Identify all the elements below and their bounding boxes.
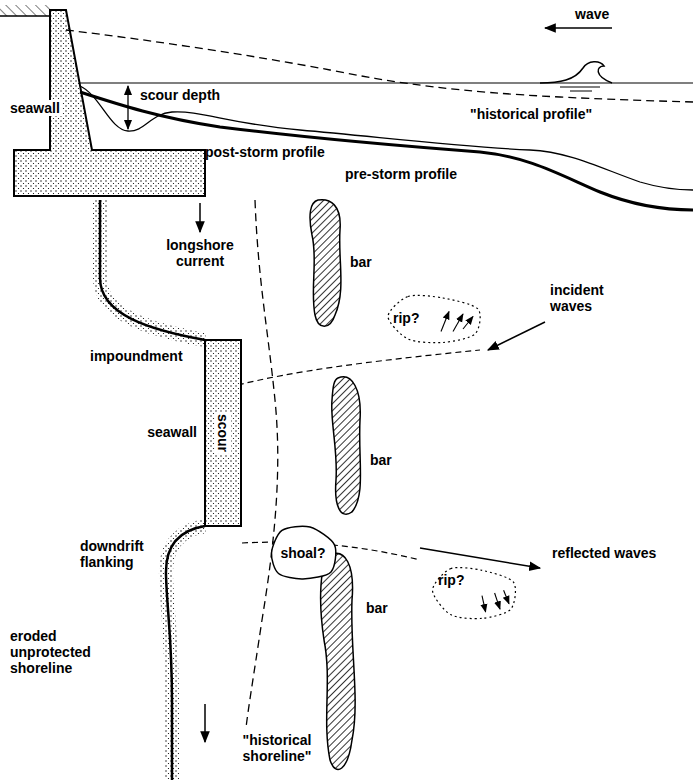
water-line: [80, 82, 693, 83]
label-text: seawall: [8, 100, 62, 116]
label-text: scour depth: [140, 87, 220, 103]
incident-wave-arrow: [488, 322, 545, 350]
seawall-outline: [205, 340, 241, 526]
node-text: rip?: [438, 572, 464, 588]
beach-stipple: [166, 526, 205, 780]
label-text: incident waves: [550, 282, 625, 314]
wave-direction-arrow: [545, 27, 612, 29]
label-text: wave: [575, 6, 609, 22]
post-storm-profile-line: [80, 86, 693, 190]
label-text: longshore current: [160, 237, 240, 269]
label-text: downdrift flanking: [80, 538, 154, 570]
node-text: scour: [215, 412, 231, 454]
rip-flow-arrow: [495, 593, 500, 609]
rip-outline: [388, 295, 480, 342]
shoal-area: shoal?: [268, 526, 338, 580]
wave-water: [560, 87, 600, 91]
node-text: seawall: [121, 424, 197, 440]
rip-flow-arrow: [453, 314, 463, 332]
label-text: bar: [370, 452, 392, 468]
reflected-wave-arrow: [420, 548, 540, 568]
ground-hatch: [0, 5, 50, 16]
sand-bar: [310, 200, 341, 327]
sand-bar: [321, 553, 356, 769]
wave-crest-line: [238, 350, 480, 385]
rip-flow-arrow: [463, 317, 473, 330]
rip-current-area: rip?: [428, 566, 518, 620]
historical-profile-line: [66, 30, 693, 102]
label-text: pre-storm profile: [345, 166, 457, 182]
node-text: shoal?: [280, 545, 325, 561]
longshore-current-arrow: [204, 704, 206, 742]
label-text: impoundment: [90, 348, 183, 364]
beach-stipple: [100, 200, 205, 340]
label-text: post-storm profile: [205, 144, 325, 160]
label-text: bar: [366, 600, 388, 616]
pre-storm-profile-line: [80, 92, 693, 210]
scour-depth-arrow: [127, 86, 128, 129]
label-text: reflected waves: [552, 545, 656, 561]
rip-outline: [433, 568, 516, 619]
wave-crest: [540, 62, 612, 83]
seawall-plan: seawallscour: [205, 340, 241, 526]
shoreline-downdrift: [166, 526, 205, 780]
sand-bar: [332, 377, 361, 514]
shoal-outline: [271, 526, 335, 579]
shoreline-updrift: [100, 200, 205, 340]
rip-flow-arrow: [441, 312, 449, 332]
rip-flow-arrow: [482, 596, 486, 612]
ground-line: [0, 15, 52, 17]
rip-current-area: rip?: [383, 294, 483, 344]
longshore-current-arrow: [199, 203, 201, 232]
rip-flow-arrow: [504, 590, 509, 604]
historical-shoreline-line: [246, 200, 278, 728]
label-text: "historical profile": [470, 106, 592, 122]
label-text: bar: [350, 254, 372, 270]
label-text: eroded unprotected shoreline: [10, 628, 115, 676]
label-text: "historical shoreline": [222, 732, 332, 764]
node-text: rip?: [393, 310, 419, 326]
